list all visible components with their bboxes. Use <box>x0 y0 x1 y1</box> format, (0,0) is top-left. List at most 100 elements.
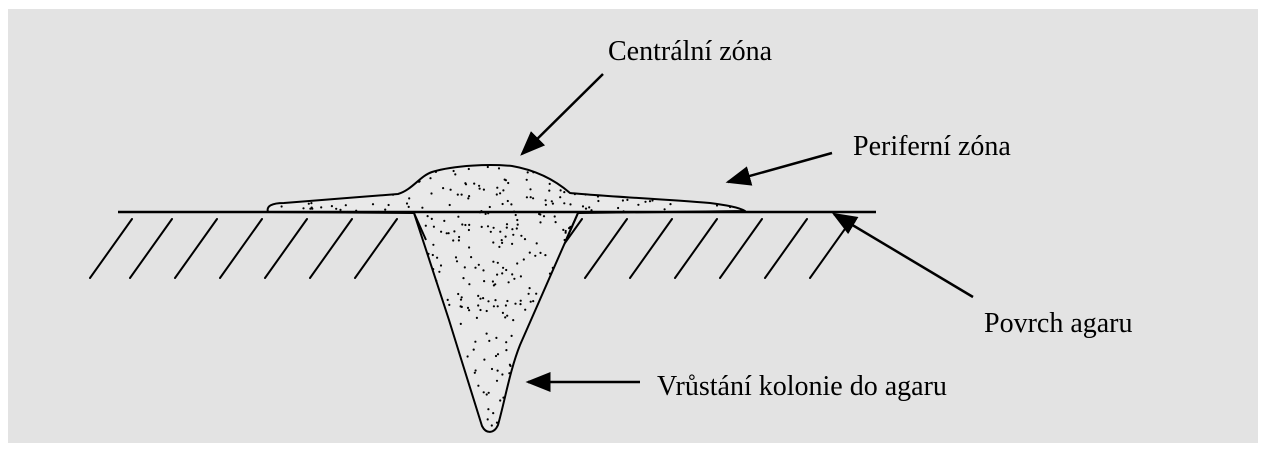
stipple-dot <box>582 205 584 207</box>
stipple-dot <box>470 256 472 258</box>
stipple-dot <box>515 214 517 216</box>
stipple-dot <box>435 280 437 282</box>
stipple-dot <box>564 239 566 241</box>
stipple-dot <box>651 199 653 201</box>
stipple-dot <box>486 310 488 312</box>
stipple-dot <box>435 171 437 173</box>
stipple-dot <box>505 269 507 271</box>
stipple-dot <box>487 225 489 227</box>
stipple-dot <box>520 300 522 302</box>
stipple-dot <box>335 208 337 210</box>
stipple-dot <box>523 258 525 260</box>
stipple-dot <box>345 204 347 206</box>
stipple-dot <box>504 316 506 318</box>
hatch-line <box>630 219 672 278</box>
stipple-dot <box>497 262 499 264</box>
stipple-dot <box>458 239 460 241</box>
hatch-line <box>175 219 217 278</box>
stipple-dot <box>453 170 455 172</box>
stipple-dot <box>488 340 490 342</box>
stipple-dot <box>487 418 489 420</box>
stipple-dot <box>493 305 495 307</box>
stipple-dot <box>501 373 503 375</box>
stipple-dot <box>511 273 513 275</box>
stipple-dot <box>490 231 492 233</box>
stipple-dot <box>408 206 410 208</box>
stipple-dot <box>477 304 479 306</box>
stipple-dot <box>511 243 513 245</box>
stipple-dot <box>479 309 481 311</box>
stipple-dot <box>502 397 504 399</box>
stipple-dot <box>496 422 498 424</box>
stipple-dot <box>493 284 495 286</box>
stipple-dot <box>302 207 304 209</box>
stipple-dot <box>493 227 495 229</box>
stipple-dot <box>539 221 541 223</box>
stipple-dot <box>464 266 466 268</box>
stipple-dot <box>496 274 498 276</box>
stipple-dot <box>517 224 519 226</box>
stipple-dot <box>539 213 541 215</box>
stipple-dot <box>512 319 514 321</box>
stipple-dot <box>468 283 470 285</box>
stipple-dot <box>498 167 500 169</box>
stipple-dot <box>549 273 551 275</box>
stipple-dot <box>505 341 507 343</box>
stipple-dot <box>477 295 479 297</box>
hatch-line <box>310 219 352 278</box>
stipple-dot <box>310 202 312 204</box>
stipple-dot <box>555 221 557 223</box>
stipple-dot <box>473 183 475 185</box>
stipple-dot <box>421 207 423 209</box>
stipple-dot <box>486 333 488 335</box>
stipple-dot <box>460 323 462 325</box>
stipple-dot <box>637 204 639 206</box>
stipple-dot <box>716 204 718 206</box>
stipple-dot <box>519 303 521 305</box>
stipple-dot <box>308 203 310 205</box>
hatch-line <box>90 219 132 278</box>
stipple-dot <box>483 391 485 393</box>
stipple-dot <box>505 236 507 238</box>
arrow-central-zone <box>522 74 603 154</box>
stipple-dot <box>532 171 534 173</box>
stipple-dot <box>464 182 466 184</box>
stipple-dot <box>495 337 497 339</box>
stipple-dot <box>622 199 624 201</box>
hatch-line <box>585 219 627 278</box>
stipple-dot <box>516 262 518 264</box>
stipple-dot <box>483 359 485 361</box>
stipple-dot <box>502 312 504 314</box>
stipple-dot <box>478 185 480 187</box>
stipple-dot <box>491 424 493 426</box>
stipple-dot <box>535 293 537 295</box>
stipple-dot <box>492 241 494 243</box>
stipple-dot <box>432 268 434 270</box>
stipple-dot <box>497 370 499 372</box>
stipple-dot <box>569 203 571 205</box>
stipple-dot <box>408 197 410 199</box>
stipple-dot <box>527 171 529 173</box>
stipple-dot <box>467 355 469 357</box>
stipple-dot <box>461 223 463 225</box>
stipple-dot <box>530 301 532 303</box>
stipple-dot <box>320 206 322 208</box>
stipple-dot <box>499 231 501 233</box>
stipple-dot <box>617 207 619 209</box>
stipple-dot <box>467 307 469 309</box>
stipple-dot <box>529 188 531 190</box>
stipple-dot <box>448 232 450 234</box>
stipple-dot <box>483 189 485 191</box>
stipple-dot <box>505 349 507 351</box>
stipple-dot <box>560 189 562 191</box>
stipple-dot <box>524 309 526 311</box>
hatch-line <box>675 219 717 278</box>
stipple-dot <box>501 242 503 244</box>
stipple-dot <box>498 246 500 248</box>
stipple-dot <box>506 315 508 317</box>
stipple-dot <box>729 206 731 208</box>
stipple-dot <box>512 234 514 236</box>
stipple-dot <box>431 218 433 220</box>
stipple-dot <box>507 200 509 202</box>
stipple-dot <box>509 365 511 367</box>
